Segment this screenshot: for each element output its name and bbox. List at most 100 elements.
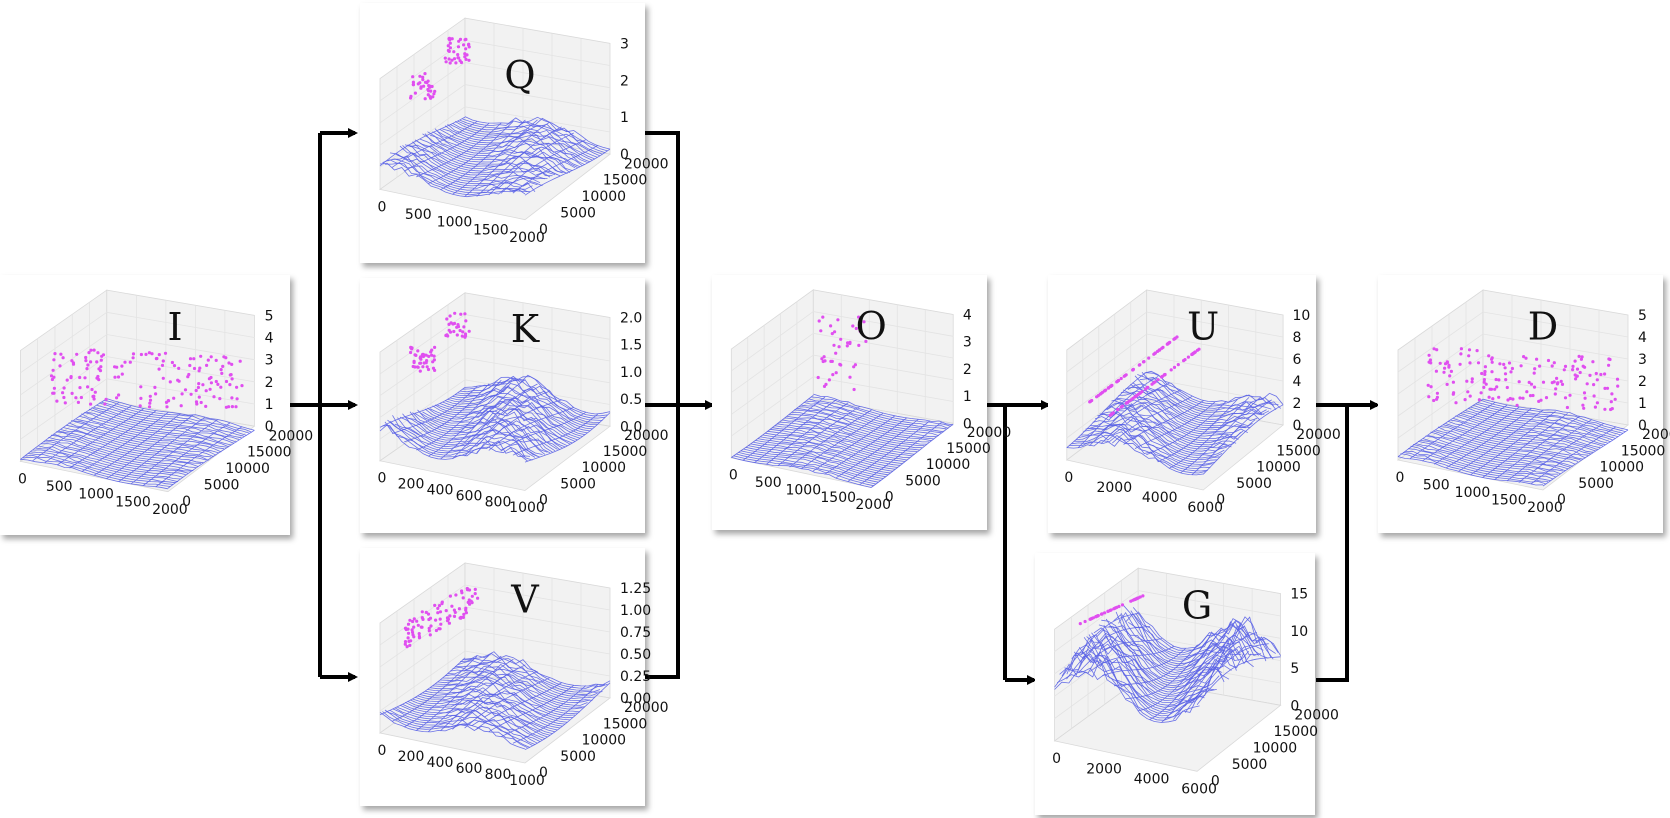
z-tick-label: 0.75 xyxy=(620,625,651,641)
scatter-point xyxy=(92,397,96,401)
scatter-point xyxy=(1504,378,1508,382)
mesh-line xyxy=(392,415,538,457)
scatter-point xyxy=(1161,345,1165,349)
scatter-point xyxy=(86,385,90,389)
mesh-line xyxy=(20,398,108,460)
scatter-point xyxy=(89,348,93,352)
mesh-line xyxy=(32,401,120,462)
mesh-line xyxy=(476,126,562,197)
scatter-point xyxy=(1575,374,1579,378)
scatter-point xyxy=(103,402,107,406)
scatter-point xyxy=(411,80,415,84)
scatter-point xyxy=(853,363,857,367)
y-tick-label: 10000 xyxy=(1253,741,1298,757)
mesh-line xyxy=(1168,397,1250,469)
scatter-point xyxy=(436,606,440,610)
scatter-point xyxy=(1555,382,1559,386)
scatter-point xyxy=(1432,398,1436,403)
scatter-point xyxy=(1429,385,1433,389)
z-tick-label: 1.5 xyxy=(620,338,642,354)
scatter-point xyxy=(1426,383,1430,387)
z-tick-label: 1 xyxy=(1638,396,1647,412)
scatter-points xyxy=(409,311,471,373)
scatter-point xyxy=(62,395,66,400)
mesh-line xyxy=(1066,371,1147,449)
scatter-point xyxy=(1153,380,1157,384)
y-tick-label: 20000 xyxy=(624,156,669,172)
scatter-point xyxy=(201,383,205,387)
scatter-point xyxy=(467,45,471,49)
scatter-points xyxy=(409,36,471,101)
y-tick-label: 20000 xyxy=(1642,427,1670,443)
z-tick-label: 2 xyxy=(963,362,972,378)
scatter-point xyxy=(417,632,421,636)
scatter-point xyxy=(62,386,66,390)
mesh-line xyxy=(1090,646,1174,672)
scatter-point xyxy=(443,56,447,60)
scatter-point xyxy=(1195,348,1200,352)
scatter-point xyxy=(1459,352,1463,356)
scatter-point xyxy=(419,85,423,89)
scatter-point xyxy=(1116,407,1120,412)
scatter-point xyxy=(1438,361,1442,365)
scatter-point xyxy=(1610,407,1614,411)
scatter-point xyxy=(204,389,208,393)
grid-line xyxy=(379,106,611,168)
scatter-point xyxy=(1483,372,1487,376)
scatter-point xyxy=(55,399,59,403)
scatter-point xyxy=(219,368,223,372)
mesh-line xyxy=(500,411,587,452)
mesh-line xyxy=(789,409,872,468)
mesh-line xyxy=(859,421,942,486)
mesh-line xyxy=(1078,643,1222,701)
mesh-line xyxy=(500,685,587,738)
scatter-point xyxy=(418,369,422,373)
scatter-point xyxy=(1138,595,1142,599)
scatter-point xyxy=(834,371,838,375)
y-tick-label: 20000 xyxy=(269,428,314,444)
scatter-point xyxy=(234,405,238,409)
y-tick-label: 20000 xyxy=(967,425,1012,441)
scatter-point xyxy=(97,367,101,371)
mesh-line xyxy=(1173,632,1258,720)
scatter-point xyxy=(1581,403,1585,407)
scatter-point xyxy=(161,359,165,363)
x-tick-label: 400 xyxy=(427,755,454,771)
scatter-point xyxy=(150,352,154,356)
scatter-point xyxy=(49,374,54,378)
x-tick-label: 400 xyxy=(427,483,454,499)
scatter-point xyxy=(406,627,410,631)
scatter-point xyxy=(85,367,89,371)
scatter-point xyxy=(1550,364,1554,368)
scatter-point xyxy=(214,379,218,384)
y-tick-label: 0 xyxy=(539,492,548,508)
scatter-point xyxy=(189,392,193,396)
mesh-line xyxy=(488,684,575,733)
scatter-point xyxy=(216,382,220,386)
y-tick-label: 15000 xyxy=(946,441,991,457)
grid-line xyxy=(1397,333,1629,395)
scatter-point xyxy=(219,385,223,389)
mesh-line xyxy=(416,122,502,178)
z-tick-label: 4 xyxy=(963,308,972,324)
scatter-point xyxy=(1096,614,1100,618)
scatter-point xyxy=(52,375,56,379)
scatter-point xyxy=(1458,362,1462,366)
panel-label: U xyxy=(1187,305,1219,349)
scatter-point xyxy=(820,357,824,361)
scatter-point xyxy=(419,625,423,629)
scatter-point xyxy=(821,359,825,364)
y-tick-label: 20000 xyxy=(624,700,669,716)
z-tick-label: 4 xyxy=(1638,330,1647,346)
scatter-point xyxy=(817,319,821,323)
scatter-point xyxy=(1560,382,1565,386)
mesh-line xyxy=(847,420,931,482)
grid-line xyxy=(379,62,611,124)
scatter-point xyxy=(423,97,427,101)
z-tick-label: 2 xyxy=(620,73,629,89)
grid-line xyxy=(379,357,611,418)
